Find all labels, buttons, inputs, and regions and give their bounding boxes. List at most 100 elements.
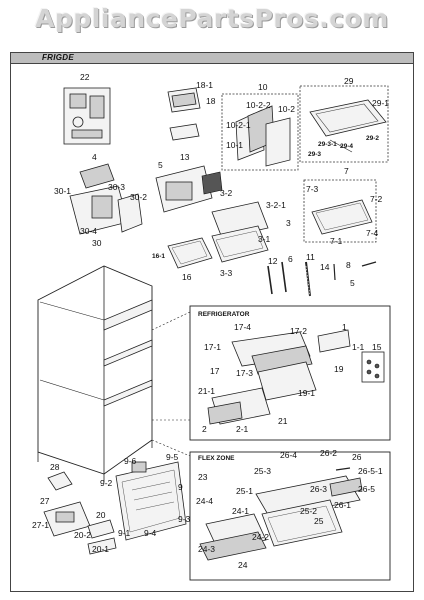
callout-15: 15 (372, 342, 382, 352)
callout-8: 8 (346, 260, 351, 270)
callout-30: 30 (92, 238, 102, 248)
callout-10-1: 10-1 (226, 140, 243, 150)
callout-16: 16 (182, 272, 192, 282)
callout-3: 3 (286, 218, 291, 228)
callout-5b: 5 (350, 278, 355, 288)
callout-28: 28 (50, 462, 60, 472)
callout-18: 18 (206, 96, 216, 106)
callout-25-1: 25-1 (236, 486, 253, 496)
callout-20: 20 (96, 510, 106, 520)
callout-9-1: 9-1 (118, 528, 131, 538)
callout-3-1: 3-1 (258, 234, 271, 244)
callout-7-3: 7-3 (306, 184, 319, 194)
callout-30-1: 30-1 (54, 186, 71, 196)
callout-25-2: 25-2 (300, 506, 317, 516)
callout-3-2-1: 3-2-1 (266, 200, 286, 210)
callout-29-3: 29-3 (308, 151, 321, 158)
callout-29-3-1: 29-3-1 (318, 141, 337, 148)
part-9-fan-cover[interactable] (115, 461, 187, 541)
part-16-shelf[interactable] (167, 237, 213, 269)
part-18-tray[interactable] (167, 87, 201, 141)
part-28-cover[interactable] (47, 471, 73, 491)
callout-24-2: 24-2 (252, 532, 269, 542)
callout-7: 7 (344, 166, 349, 176)
callout-24-1: 24-1 (232, 506, 249, 516)
part-3-shelf[interactable] (211, 201, 269, 263)
callout-22: 22 (80, 72, 90, 82)
callout-4: 4 (92, 152, 97, 162)
part-22-control-assembly[interactable] (63, 87, 111, 145)
callout-10: 10 (258, 82, 268, 92)
callout-30-3: 30-3 (108, 182, 125, 192)
callout-25: 25 (314, 516, 324, 526)
callout-26-2: 26-2 (320, 448, 337, 458)
callout-23: 23 (198, 472, 208, 482)
callout-17-3: 17-3 (236, 368, 253, 378)
part-15-screw-pack[interactable] (361, 351, 385, 383)
callout-21: 21 (278, 416, 288, 426)
callout-29-1: 29-1 (372, 98, 389, 108)
callout-7-2: 7-2 (370, 194, 383, 204)
callout-19: 19 (334, 364, 344, 374)
header-bar (10, 52, 414, 64)
callout-26-4: 26-4 (280, 450, 297, 460)
callout-26: 26 (352, 452, 362, 462)
callout-19-1: 19-1 (298, 388, 315, 398)
callout-18-1: 18-1 (196, 80, 213, 90)
callout-9-2: 9-2 (100, 478, 113, 488)
callout-29: 29 (344, 76, 354, 86)
part-5-ice-bucket[interactable] (155, 165, 223, 213)
refrigerator-cabinet (37, 265, 153, 482)
callout-10-2-1: 10-2-1 (226, 120, 251, 130)
callout-17-4: 17-4 (234, 322, 251, 332)
callout-17: 17 (210, 366, 220, 376)
callout-3-3: 3-3 (220, 268, 233, 278)
callout-1-1: 1-1 (352, 342, 365, 352)
callout-26-3: 26-3 (310, 484, 327, 494)
callout-24-4: 24-4 (196, 496, 213, 506)
callout-27-1: 27-1 (32, 520, 49, 530)
callout-29-2: 29-2 (366, 135, 379, 142)
flex-zone (189, 451, 391, 581)
site-watermark: AppliancePartsPros.com (35, 4, 389, 33)
callout-9-4: 9-4 (144, 528, 157, 538)
callout-3-2: 3-2 (220, 188, 233, 198)
callout-24: 24 (238, 560, 248, 570)
callout-9-5: 9-5 (166, 452, 179, 462)
callout-21-1: 21-1 (198, 386, 215, 396)
zone-label-flex-zone: FLEX ZONE (198, 455, 235, 462)
callout-2: 2 (202, 424, 207, 434)
callout-17-1: 17-1 (204, 342, 221, 352)
callout-26-1: 26-1 (334, 500, 351, 510)
callout-24-3: 24-3 (198, 544, 215, 554)
callout-25-3: 25-3 (254, 466, 271, 476)
callout-11: 11 (306, 252, 315, 262)
callout-6: 6 (288, 254, 293, 264)
callout-9-3: 9-3 (178, 514, 191, 524)
callout-10-2-2: 10-2-2 (246, 100, 271, 110)
callout-2-1: 2-1 (236, 424, 249, 434)
callout-20-1: 20-1 (92, 544, 109, 554)
part-29-glass-shelf[interactable] (299, 85, 389, 163)
part-30-ice-maker[interactable] (69, 163, 143, 235)
callout-27: 27 (40, 496, 50, 506)
callout-5: 5 (158, 160, 163, 170)
callout-20-2: 20-2 (74, 530, 91, 540)
callout-9-6: 9-6 (124, 456, 137, 466)
part-7-crisper-cover[interactable] (303, 179, 377, 243)
part-10-door-bin-group[interactable] (221, 93, 299, 171)
part-20-bracket[interactable] (87, 519, 117, 555)
callout-14: 14 (320, 262, 330, 272)
callout-26-5-1: 26-5-1 (358, 466, 383, 476)
callout-29-4: 29-4 (340, 143, 353, 150)
callout-17-2: 17-2 (290, 326, 307, 336)
callout-10-2: 10-2 (278, 104, 295, 114)
callout-16-1: 16-1 (152, 253, 165, 260)
part-12-6-11-rails[interactable] (267, 261, 377, 297)
callout-30-4: 30-4 (80, 226, 97, 236)
callout-1: 1 (342, 322, 347, 332)
callout-26-5: 26-5 (358, 484, 375, 494)
refrigerator-zone (189, 305, 391, 441)
callout-7-4: 7-4 (366, 228, 379, 238)
